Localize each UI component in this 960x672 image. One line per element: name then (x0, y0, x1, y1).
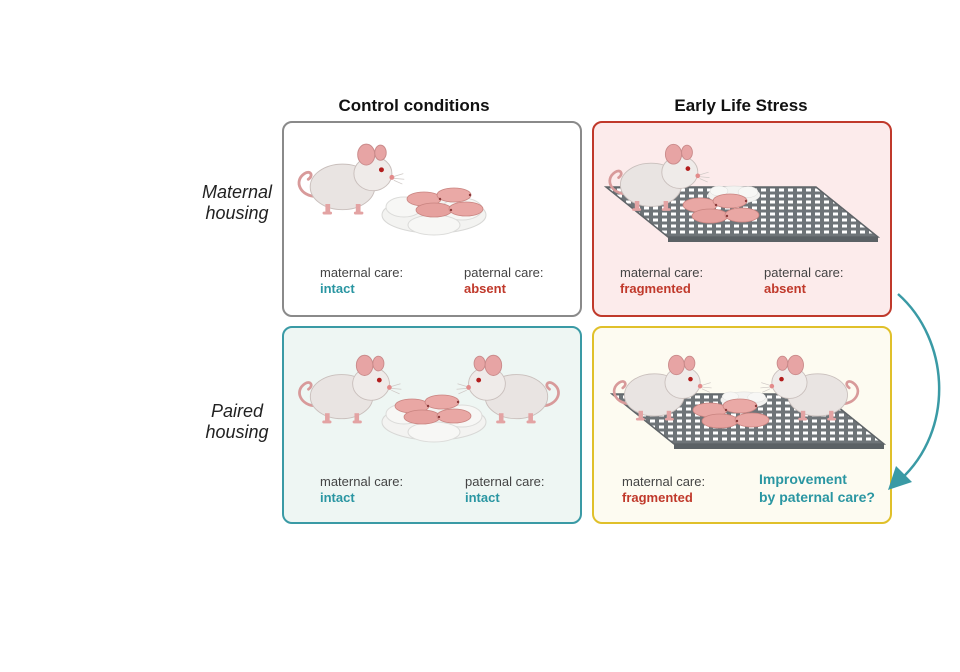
maternal-care-label: maternal care: (622, 474, 706, 489)
paternal-care-value: intact (465, 490, 500, 505)
question-line-2: by paternal care? (759, 489, 875, 505)
maternal-care-label: maternal care: (620, 265, 704, 280)
paternal-care-label: paternal care: (764, 265, 844, 280)
paternal-care-label: paternal care: (464, 265, 544, 280)
paternal-care-status: paternal care: absent (464, 265, 544, 297)
paternal-care-status: paternal care: intact (465, 474, 545, 506)
maternal-care-label: maternal care: (320, 474, 404, 489)
maternal-care-status: maternal care: intact (320, 474, 403, 506)
paternal-care-value: absent (464, 281, 506, 296)
maternal-care-value: intact (320, 490, 355, 505)
maternal-care-status: maternal care: fragmented (620, 265, 703, 297)
row-title-paired-housing: Paired housing (182, 401, 292, 443)
maternal-care-value: intact (320, 281, 355, 296)
panel-els-maternal: maternal care: fragmented paternal care:… (592, 121, 892, 317)
paternal-care-status: paternal care: absent (764, 265, 844, 297)
row-title-line-2: housing (205, 203, 269, 223)
question-line-1: Improvement (759, 471, 847, 487)
row-title-line-1: Maternal (201, 182, 273, 202)
maternal-care-label: maternal care: (320, 265, 404, 280)
paternal-care-label: paternal care: (465, 474, 545, 489)
column-title-early-life-stress: Early Life Stress (674, 96, 808, 115)
row-title-line-1: Paired (210, 401, 264, 421)
panel-els-paired: maternal care: fragmented Improvement by… (592, 326, 892, 524)
maternal-care-value: fragmented (622, 490, 693, 505)
maternal-care-value: fragmented (620, 281, 691, 296)
panel-control-paired: maternal care: intact paternal care: int… (282, 326, 582, 524)
paternal-care-value: absent (764, 281, 806, 296)
row-title-maternal-housing: Maternal housing (182, 182, 292, 224)
column-title-control: Control conditions (338, 96, 490, 115)
row-title-line-2: housing (205, 422, 269, 442)
maternal-care-status: maternal care: intact (320, 265, 403, 297)
paternal-care-question: Improvement by paternal care? (759, 470, 875, 506)
maternal-care-status: maternal care: fragmented (622, 474, 705, 506)
panel-control-maternal: maternal care: intact paternal care: abs… (282, 121, 582, 317)
